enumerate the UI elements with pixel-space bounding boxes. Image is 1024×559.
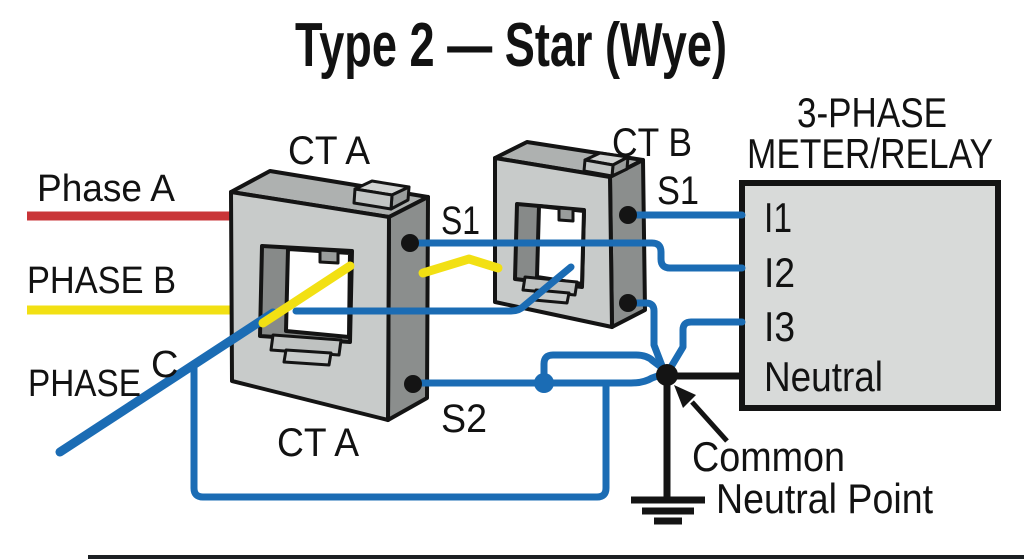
meter-box (739, 180, 1001, 411)
ct-a-window-step-2 (282, 348, 333, 367)
phase-b-through-ct-a (258, 261, 355, 328)
phase-c-label-letter: C (151, 344, 178, 386)
common-neutral-node (656, 364, 678, 386)
ct-a-bottom-label: CT A (277, 421, 359, 465)
s1-label-ct-b: S1 (657, 169, 699, 213)
ct-a-block (229, 169, 430, 422)
junction-dot (534, 373, 554, 393)
wire-ct-a-s1-to-i2 (406, 239, 746, 272)
common-neutral-label-line2: Neutral Point (716, 475, 933, 522)
ct-b-window-back-edge (557, 206, 575, 223)
meter-terminal-i3: I3 (764, 303, 795, 350)
phase-b-label: PHASE B (27, 260, 176, 302)
phase-c-label-word: PHASE (28, 363, 141, 405)
wire-phase-c-return-loop (190, 362, 610, 501)
phase-c-line (55, 308, 278, 457)
meter-terminal-i2: I2 (764, 249, 795, 296)
image-bottom-edge (88, 555, 1024, 559)
wire-i3-to-node (664, 318, 746, 376)
ct-a-window-hole (284, 247, 352, 339)
phase-b-to-ct-b (418, 254, 503, 278)
s2-label-ct-a: S2 (441, 397, 487, 441)
ct-a-top-label: CT A (288, 129, 370, 173)
ground-icon (631, 496, 705, 525)
terminal-ct-a-s2 (404, 375, 422, 393)
arrow-head (674, 385, 696, 408)
phase-c-through-ct-b (292, 263, 575, 315)
wire-junction-riser-to-node (540, 351, 669, 387)
common-neutral-label-line1: Common (692, 433, 845, 480)
meter-terminal-neutral: Neutral (764, 353, 883, 400)
meter-terminal-i1: I1 (764, 194, 792, 241)
meter-title-line1: 3-PHASE (797, 89, 947, 136)
ct-b-tab-front (582, 158, 615, 178)
ct-a-tab-front (352, 187, 394, 211)
arrow-icon (674, 385, 729, 443)
terminal-ct-b-s1 (619, 206, 637, 224)
ct-b-label: CT B (612, 121, 692, 165)
page-title: Type 2 — Star (Wye) (295, 11, 727, 80)
s1-label-ct-a: S1 (441, 199, 480, 243)
wire-ct-b-s2-to-node (624, 299, 668, 375)
phase-a-label: Phase A (37, 168, 176, 210)
terminal-ct-a-s1 (401, 234, 419, 252)
ct-a-window-back-edge (318, 248, 340, 265)
wire-ct-a-s2-to-node (409, 369, 670, 387)
terminal-ct-b-s2 (619, 294, 637, 312)
meter-title-line2: METER/RELAY (747, 130, 993, 177)
arrow-shaft (690, 400, 729, 443)
